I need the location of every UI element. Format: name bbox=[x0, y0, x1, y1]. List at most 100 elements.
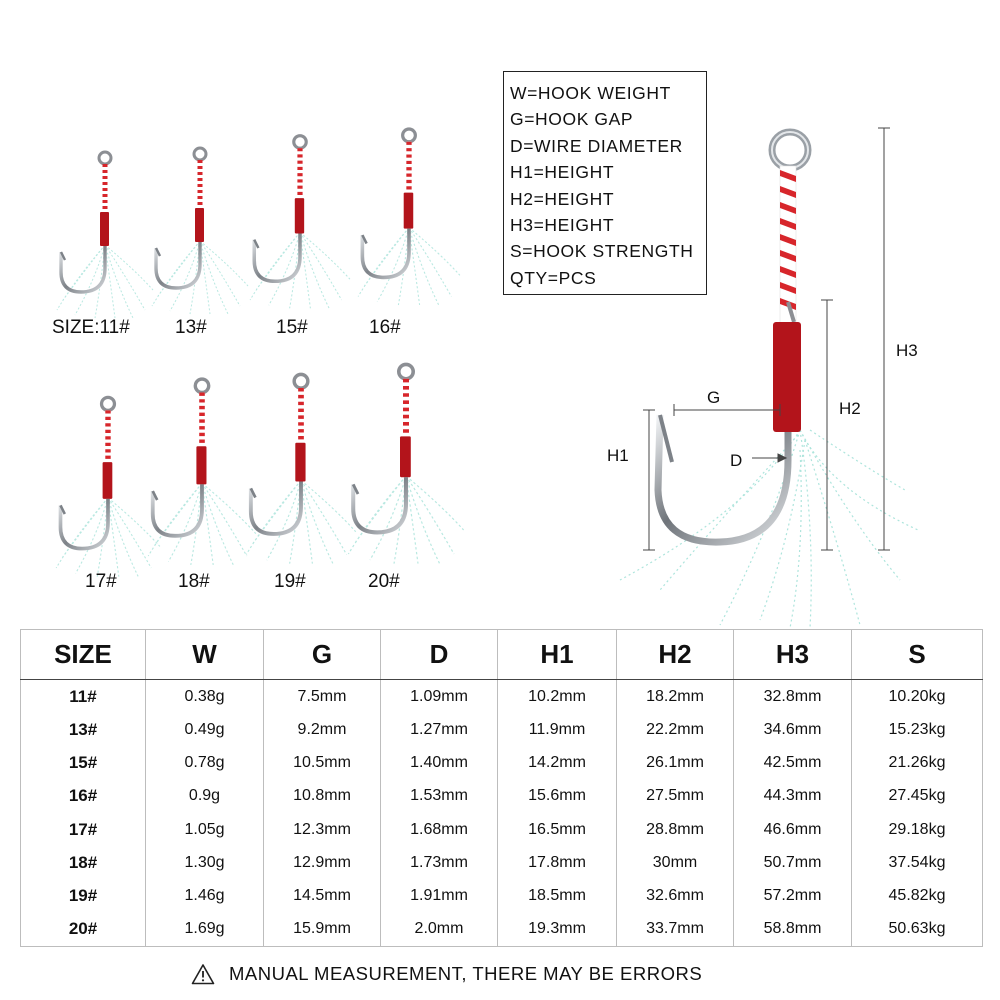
table-cell: 7.5mm bbox=[263, 679, 381, 714]
table-cell: 15.6mm bbox=[497, 779, 617, 813]
table-cell: 18.5mm bbox=[497, 879, 617, 913]
table-cell: 29.18kg bbox=[851, 812, 983, 847]
label-h1: H1 bbox=[607, 446, 629, 465]
table-cell: 9.2mm bbox=[263, 713, 381, 747]
table-cell: 17# bbox=[20, 812, 146, 847]
thread-wrap bbox=[773, 322, 801, 432]
table-row: 17# 1.05g 12.3mm 1.68mm 16.5mm 28.8mm 46… bbox=[20, 812, 983, 847]
table-cell: 16.5mm bbox=[497, 812, 617, 847]
table-cell: 1.27mm bbox=[380, 713, 498, 747]
table-cell: 57.2mm bbox=[733, 879, 852, 913]
notice-text: MANUAL MEASUREMENT, THERE MAY BE ERRORS bbox=[229, 963, 703, 984]
table-cell: 1.69g bbox=[145, 912, 264, 947]
table-cell: 28.8mm bbox=[616, 812, 734, 847]
hook-image-13 bbox=[150, 146, 250, 316]
table-cell: 22.2mm bbox=[616, 713, 734, 747]
label-h3: H3 bbox=[896, 341, 918, 360]
hook-image-16 bbox=[356, 124, 462, 310]
table-cell: 20# bbox=[20, 912, 146, 947]
table-cell: 1.68mm bbox=[380, 812, 498, 847]
header-g: G bbox=[263, 629, 381, 680]
table-cell: 32.8mm bbox=[733, 679, 852, 714]
table-cell: 19.3mm bbox=[497, 912, 617, 947]
table-cell: 50.7mm bbox=[733, 846, 852, 880]
table-row: 18# 1.30g 12.9mm 1.73mm 17.8mm 30mm 50.7… bbox=[20, 846, 983, 880]
header-h3: H3 bbox=[733, 629, 852, 680]
table-cell: 11# bbox=[20, 679, 146, 714]
size-label-11: SIZE:11# bbox=[52, 317, 130, 338]
table-cell: 46.6mm bbox=[733, 812, 852, 847]
legend-line: W=HOOK WEIGHT bbox=[510, 83, 671, 103]
legend-line: D=WIRE DIAMETER bbox=[510, 135, 683, 156]
header-size: SIZE bbox=[20, 629, 146, 680]
size-label-17: 17# bbox=[85, 571, 117, 592]
table-cell: 30mm bbox=[616, 846, 734, 880]
table-cell: 10.8mm bbox=[263, 779, 381, 813]
hook-image-19 bbox=[244, 366, 358, 572]
header-h2: H2 bbox=[616, 629, 734, 680]
legend-line: H3=HEIGHT bbox=[510, 215, 615, 236]
warning-icon bbox=[191, 964, 215, 985]
table-cell: 33.7mm bbox=[616, 912, 734, 947]
spec-table: SIZE W G D H1 H2 H3 S 11# 0.38g 7.5mm 1.… bbox=[20, 629, 983, 947]
size-label-13: 13# bbox=[175, 317, 207, 338]
header-h1: H1 bbox=[497, 629, 617, 680]
legend-line: QTY=PCS bbox=[510, 267, 597, 288]
table-cell: 32.6mm bbox=[616, 879, 734, 913]
table-cell: 2.0mm bbox=[380, 912, 498, 947]
table-cell: 45.82kg bbox=[851, 879, 983, 913]
table-cell: 1.73mm bbox=[380, 846, 498, 880]
hook-body bbox=[654, 414, 792, 546]
size-label-18: 18# bbox=[178, 571, 210, 592]
table-row: 19# 1.46g 14.5mm 1.91mm 18.5mm 32.6mm 57… bbox=[20, 879, 983, 913]
size-label-15: 15# bbox=[276, 317, 308, 338]
table-cell: 1.30g bbox=[145, 846, 264, 880]
legend-line: H2=HEIGHT bbox=[510, 188, 615, 209]
table-cell: 0.49g bbox=[145, 713, 264, 747]
table-cell: 37.54kg bbox=[851, 846, 983, 880]
braided-rope bbox=[779, 165, 797, 327]
size-label-16: 16# bbox=[369, 317, 401, 338]
legend-line: H1=HEIGHT bbox=[510, 162, 615, 183]
table-cell: 0.9g bbox=[145, 779, 264, 813]
table-row: 13# 0.49g 9.2mm 1.27mm 11.9mm 22.2mm 34.… bbox=[20, 713, 983, 747]
header-d: D bbox=[380, 629, 498, 680]
table-cell: 14.2mm bbox=[497, 746, 617, 780]
table-cell: 1.05g bbox=[145, 812, 264, 847]
table-cell: 1.53mm bbox=[380, 779, 498, 813]
table-cell: 15.9mm bbox=[263, 912, 381, 947]
header-w: W bbox=[145, 629, 264, 680]
table-cell: 10.5mm bbox=[263, 746, 381, 780]
table-cell: 27.5mm bbox=[616, 779, 734, 813]
table-cell: 1.91mm bbox=[380, 879, 498, 913]
table-cell: 14.5mm bbox=[263, 879, 381, 913]
table-row: 15# 0.78g 10.5mm 1.40mm 14.2mm 26.1mm 42… bbox=[20, 746, 983, 780]
table-cell: 17.8mm bbox=[497, 846, 617, 880]
dimension-diagram bbox=[619, 127, 919, 629]
table-cell: 0.38g bbox=[145, 679, 264, 714]
table-cell: 27.45kg bbox=[851, 779, 983, 813]
table-cell: 0.78g bbox=[145, 746, 264, 780]
table-cell: 50.63kg bbox=[851, 912, 983, 947]
measurement-notice: MANUAL MEASUREMENT, THERE MAY BE ERRORS bbox=[191, 960, 702, 988]
table-cell: 12.3mm bbox=[263, 812, 381, 847]
header-s: S bbox=[851, 629, 983, 680]
hook-image-20 bbox=[346, 356, 466, 572]
size-label-19: 19# bbox=[274, 571, 306, 592]
table-cell: 44.3mm bbox=[733, 779, 852, 813]
table-cell: 11.9mm bbox=[497, 713, 617, 747]
table-cell: 10.2mm bbox=[497, 679, 617, 714]
table-row: 20# 1.69g 15.9mm 2.0mm 19.3mm 33.7mm 58.… bbox=[20, 912, 983, 947]
table-cell: 34.6mm bbox=[733, 713, 852, 747]
table-cell: 19# bbox=[20, 879, 146, 913]
table-cell: 1.09mm bbox=[380, 679, 498, 714]
table-cell: 1.46g bbox=[145, 879, 264, 913]
label-h2: H2 bbox=[839, 399, 861, 418]
legend-line: S=HOOK STRENGTH bbox=[510, 241, 694, 262]
table-cell: 16# bbox=[20, 779, 146, 813]
size-label-20: 20# bbox=[368, 571, 400, 592]
hook-image-11 bbox=[55, 150, 155, 320]
table-cell: 10.20kg bbox=[851, 679, 983, 714]
table-cell: 12.9mm bbox=[263, 846, 381, 880]
table-cell: 26.1mm bbox=[616, 746, 734, 780]
